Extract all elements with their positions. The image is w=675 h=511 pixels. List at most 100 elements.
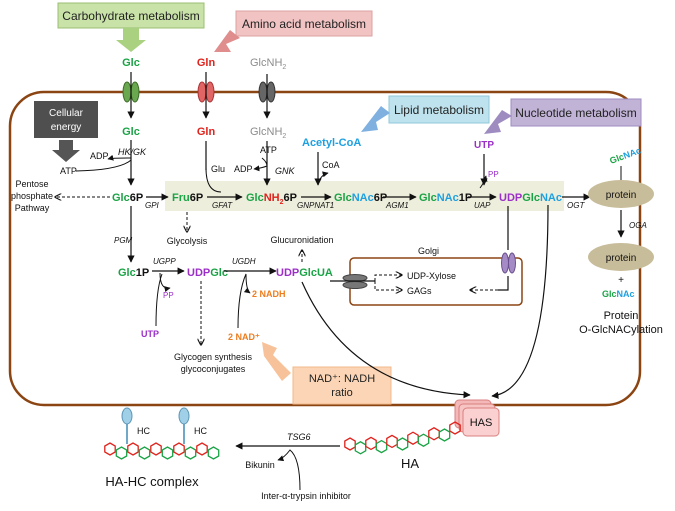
protein-oglcnacylation-2: O-GlcNACylation — [579, 324, 663, 336]
nucleotide-metabolism-label: Nucleotide metabolism — [515, 106, 636, 120]
has-label: HAS — [470, 417, 493, 429]
pentose-3: Pathway — [15, 203, 50, 213]
sugar-hexagon — [428, 427, 440, 441]
cellular-energy-box: Cellular energy — [34, 101, 98, 138]
utp-ugpp: UTP — [141, 329, 159, 339]
amino-acid-arrow — [214, 30, 240, 52]
glcnac-attached: GlcNAc — [608, 145, 642, 166]
sugar-hexagon — [196, 442, 208, 456]
glycogen-1: Glycogen synthesis — [174, 352, 253, 362]
protein-1-label: protein — [606, 190, 637, 201]
extracellular-gln: Gln — [197, 57, 216, 69]
enzyme-oga: OGA — [629, 221, 647, 230]
gags: GAGs — [407, 286, 432, 296]
inter-alpha-trypsin-inhibitor: Inter-α-trypsin inhibitor — [261, 491, 351, 501]
golgi-label: Golgi — [418, 246, 439, 256]
glcnac1p: GlcNAc1P — [419, 192, 472, 204]
acetyl-coa: Acetyl-CoA — [302, 137, 361, 149]
sugar-hexagon — [150, 442, 162, 456]
pp-ugpp: PP — [163, 291, 174, 300]
hc-1: HC — [137, 426, 150, 436]
protein-2 — [588, 243, 654, 271]
enzyme-gnk: GNK — [275, 166, 296, 176]
glc1p: Glc1P — [118, 267, 149, 279]
pentose-2: phosphate — [11, 191, 53, 201]
protein-2-label: protein — [606, 253, 637, 264]
cellular-energy-label-2: energy — [51, 122, 82, 133]
carbohydrate-arrow — [116, 28, 146, 52]
ha-label: HA — [401, 456, 419, 471]
glc: Glc — [122, 126, 140, 138]
sugar-hexagon — [173, 442, 185, 456]
bikunin: Bikunin — [245, 460, 275, 470]
udp-glcnac: UDPGlcNAc — [499, 192, 562, 204]
protein-1 — [588, 180, 654, 208]
carbohydrate-metabolism-box: Carbohydrate metabolism — [57, 2, 205, 29]
nad-ratio-label-1: NAD⁺: NADH — [309, 373, 375, 385]
glcnh2: GlcNH2 — [250, 126, 286, 140]
hexosamine-pathway-band — [165, 181, 564, 211]
ha-hc-chain — [104, 442, 220, 460]
glutamine-transporter — [197, 81, 215, 103]
sugar-hexagon — [115, 446, 128, 460]
sugar-hexagon — [386, 434, 398, 449]
nadh: 2 NADH — [252, 289, 286, 299]
sugar-hexagon — [184, 446, 197, 460]
sugar-hexagon — [161, 446, 174, 460]
enzyme-uap: UAP — [474, 201, 491, 210]
heavy-chain-2 — [178, 407, 190, 444]
sugar-hexagon — [138, 446, 151, 460]
nucleotide-arrow — [484, 110, 512, 134]
sugar-hexagon — [396, 437, 409, 451]
coa: CoA — [322, 160, 340, 170]
protein-oglcnacylation-1: Protein — [604, 310, 639, 322]
lipid-metabolism-label: Lipid metabolism — [394, 103, 484, 117]
amino-acid-metabolism-label: Amino acid metabolism — [242, 17, 366, 31]
golgi-box — [349, 257, 523, 306]
enzyme-hkgk: HK/GK — [118, 147, 147, 157]
glycolysis: Glycolysis — [167, 236, 208, 246]
enzyme-ugpp: UGPP — [153, 257, 176, 266]
sugar-hexagon — [344, 437, 356, 451]
nad-ratio-label-2: ratio — [331, 387, 352, 399]
nucleotide-metabolism-box: Nucleotide metabolism — [510, 98, 642, 127]
plus: + — [618, 275, 624, 286]
glu: Glu — [211, 164, 225, 174]
enzyme-pgm: PGM — [114, 236, 133, 245]
sugar-hexagon — [375, 439, 388, 454]
pentose-1: Pentose — [15, 179, 48, 189]
ha-chain — [344, 421, 461, 455]
ha-hc-complex-label: HA-HC complex — [105, 474, 199, 489]
extracellular-glcnh2: GlcNH2 — [250, 57, 286, 71]
glcnac6p: GlcNAc6P — [334, 192, 387, 204]
lipid-metabolism-box: Lipid metabolism — [388, 95, 490, 124]
amino-acid-metabolism-box: Amino acid metabolism — [235, 10, 373, 37]
sugar-hexagon — [104, 442, 116, 456]
cellular-energy-label-1: Cellular — [49, 108, 84, 119]
sugar-hexagon — [407, 431, 419, 445]
sugar-hexagon — [417, 433, 430, 447]
lipid-arrow — [361, 106, 390, 132]
utp: UTP — [474, 140, 494, 151]
enzyme-agm1: AGM1 — [385, 201, 409, 210]
heavy-chain-1 — [121, 407, 133, 444]
atp-hk: ATP — [60, 166, 77, 176]
hc-2: HC — [194, 426, 207, 436]
udp-glcua: UDPGlcUA — [276, 267, 333, 279]
sugar-hexagon — [438, 428, 451, 442]
sugar-hexagon — [354, 441, 367, 455]
udp-glc: UDPGlc — [187, 267, 228, 279]
enzyme-tsg6: TSG6 — [287, 432, 311, 442]
cellular-energy-arrow — [52, 140, 80, 162]
enzyme-gfat: GFAT — [212, 201, 233, 210]
enzyme-gnpnat1: GNPNAT1 — [297, 201, 334, 210]
udp-xylose: UDP-Xylose — [407, 271, 456, 281]
enzyme-gpi: GPI — [145, 201, 160, 210]
adp-gnk: ADP — [234, 164, 253, 174]
gln: Gln — [197, 126, 216, 138]
pp-uap: PP — [488, 170, 499, 179]
has-enzyme: HAS — [454, 399, 500, 437]
carbohydrate-metabolism-label: Carbohydrate metabolism — [62, 9, 199, 23]
